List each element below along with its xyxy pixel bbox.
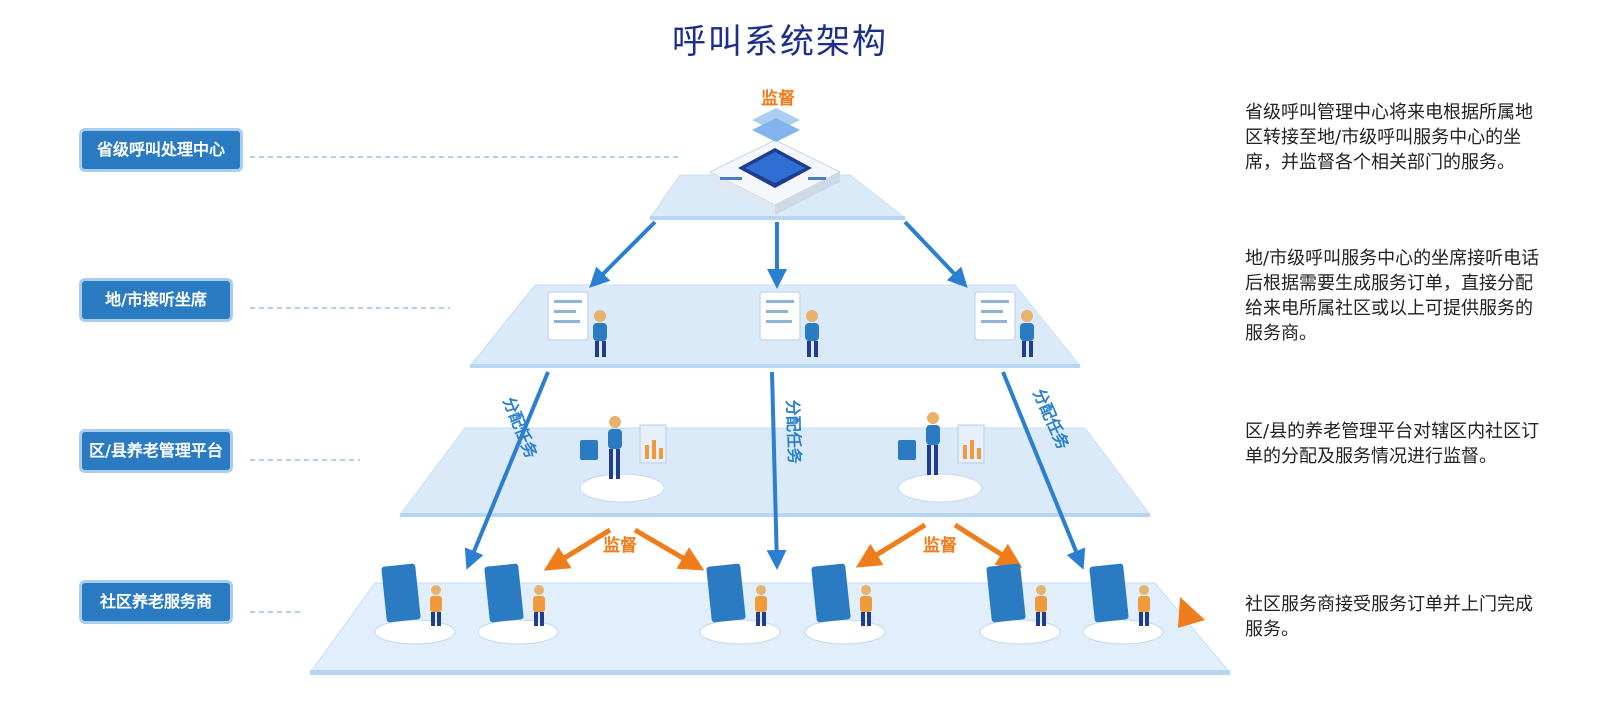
level-label-district: 区/县养老管理平台 — [82, 432, 230, 470]
service-provider-6 — [1082, 563, 1164, 645]
city-agent-left — [547, 291, 607, 357]
supervise-arrow-4 — [953, 522, 1023, 568]
assign-arrow-left — [464, 371, 550, 570]
supervise-arrow-2 — [633, 527, 705, 571]
supervise-label-left: 监督 — [603, 535, 637, 556]
assign-label-center: 分配任务 — [783, 399, 804, 465]
service-provider-3 — [699, 563, 781, 645]
service-provider-5 — [979, 563, 1061, 645]
city-agent-center — [759, 291, 819, 357]
level-description-provincial: 省级呼叫管理中心将来电根据所属地区转接至地/市级呼叫服务中心的坐席，并监督各个相… — [1245, 102, 1533, 173]
supervise-arrow-3 — [855, 522, 927, 568]
diagram-title: 呼叫系统架构 — [672, 22, 888, 62]
server-icon — [708, 108, 842, 215]
assign-arrow-center — [766, 371, 787, 570]
service-provider-2 — [477, 563, 559, 645]
level-label-provincial: 省级呼叫处理中心 — [82, 131, 240, 169]
supervise-label-top: 监督 — [761, 88, 795, 109]
city-agent-right — [974, 291, 1034, 357]
assign-arrow-right — [1001, 371, 1086, 570]
level-label-city: 地/市接听坐席 — [82, 281, 230, 319]
service-provider-1 — [374, 563, 456, 645]
district-manager-left — [579, 416, 667, 503]
assign-arrows — [464, 371, 1086, 570]
arrow-to-city-right — [903, 220, 968, 288]
arrow-to-city-left — [589, 220, 657, 288]
supervise-arrow-1 — [543, 527, 612, 571]
level-label-community: 社区养老服务商 — [82, 583, 230, 621]
supervise-arrows — [543, 522, 1023, 571]
level-description-community: 社区服务商接受服务订单并上门完成服务。 — [1245, 594, 1533, 640]
level-description-city: 地/市级呼叫服务中心的坐席接听电话后根据需要生成服务订单，直接分配给来电所属社区… — [1245, 248, 1540, 344]
service-provider-4 — [804, 563, 886, 645]
dispatch-arrows — [589, 220, 968, 289]
supervise-label-right: 监督 — [923, 535, 957, 556]
label-connectors — [250, 156, 680, 613]
level-description-district: 区/县的养老管理平台对辖区内社区订单的分配及服务情况进行监督。 — [1245, 421, 1540, 467]
arrow-marker-icon — [1178, 597, 1205, 628]
district-manager-right — [897, 412, 985, 503]
